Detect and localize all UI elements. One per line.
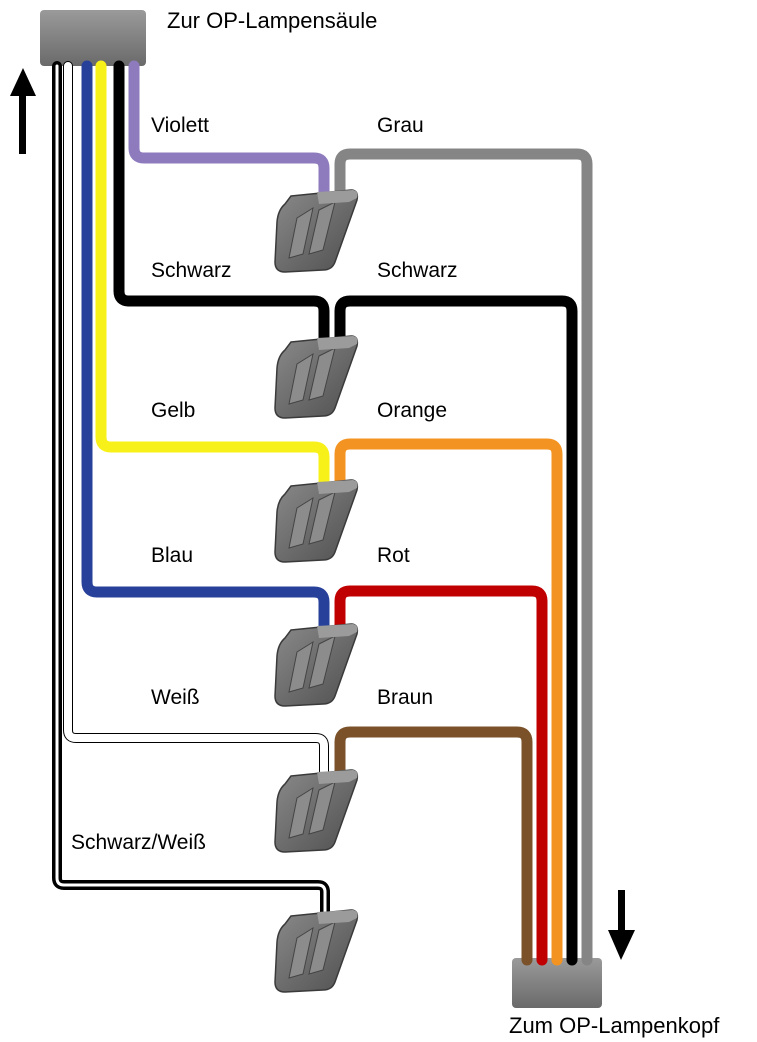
top-cable-sleeve xyxy=(40,10,146,66)
wires xyxy=(52,60,593,966)
connectors xyxy=(274,189,359,993)
wire-violett xyxy=(128,60,330,198)
wire-rot xyxy=(334,585,548,966)
label-left-weiss: Weiß xyxy=(151,686,200,709)
bottom-destination-label: Zum OP-Lampenkopf xyxy=(509,1013,720,1038)
top-destination-label: Zur OP-Lampensäule xyxy=(167,8,377,33)
wago-clamp-icon xyxy=(274,479,359,563)
label-left-blau: Blau xyxy=(151,544,193,567)
wire-braun xyxy=(334,726,533,966)
wire-orange xyxy=(334,438,563,966)
label-left-violett: Violett xyxy=(151,114,209,137)
label-left-schwarz-weiss: Schwarz/Weiß xyxy=(71,831,206,854)
wago-clamp-icon xyxy=(274,189,359,273)
wire-schwarz-weiss-core xyxy=(55,64,327,914)
arrow-up-icon xyxy=(10,68,36,154)
wire-schwarz-right xyxy=(334,295,578,966)
wago-clamp-icon xyxy=(274,909,359,993)
label-left-gelb: Gelb xyxy=(151,399,195,422)
label-right-braun: Braun xyxy=(377,686,433,709)
wire-schwarz-left xyxy=(113,60,330,344)
wire-gelb xyxy=(95,60,330,488)
wago-clamp-icon xyxy=(274,335,359,419)
wire-blau xyxy=(81,60,330,632)
label-right-rot: Rot xyxy=(377,544,410,567)
wire-weiss xyxy=(64,62,328,776)
label-right-grau: Grau xyxy=(377,114,424,137)
label-right-orange: Orange xyxy=(377,399,447,422)
bottom-cable-sleeve xyxy=(512,958,602,1008)
wago-clamp-icon xyxy=(274,769,359,853)
wire-grau xyxy=(334,148,593,966)
label-right-schwarz: Schwarz xyxy=(377,259,458,282)
wago-clamp-icon xyxy=(274,623,359,707)
arrow-down-icon xyxy=(608,890,635,960)
label-left-schwarz: Schwarz xyxy=(151,259,232,282)
